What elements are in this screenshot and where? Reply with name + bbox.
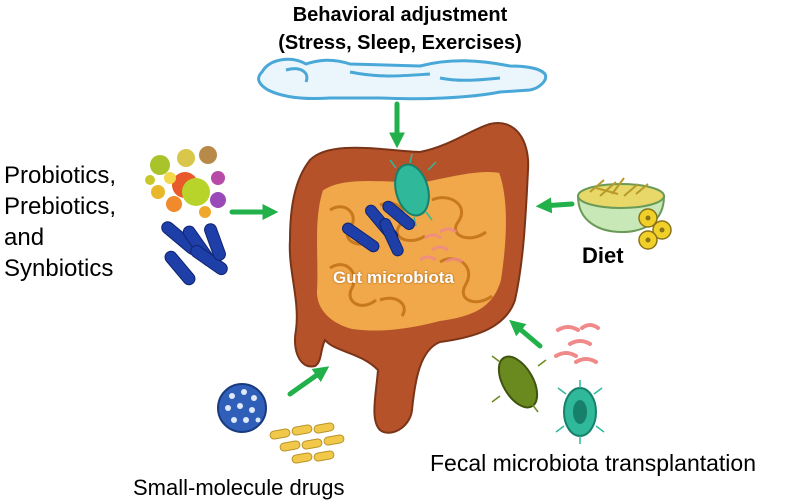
behavior-subtitle: (Stress, Sleep, Exercises) — [278, 32, 522, 54]
probiotics-label-line: Probiotics, — [4, 162, 117, 189]
behavior-title: Behavioral adjustment — [292, 4, 508, 26]
arrow-diet — [535, 197, 575, 214]
fecal-bacteria-icon — [491, 323, 605, 444]
prebiotic-dots-icon — [145, 146, 226, 218]
probiotics-label: Probiotics, Prebiotics, and Synbiotics — [4, 160, 116, 284]
small-molecule-drugs-label: Small-molecule drugs — [133, 475, 345, 500]
gut-microbiota-label: Gut microbiota — [333, 268, 454, 287]
sleeping-person-icon — [257, 57, 548, 101]
drug-pills-icon — [269, 422, 345, 464]
nanoparticle-icon — [217, 383, 267, 433]
arrow-fecal — [509, 319, 543, 349]
diet-bowl-icon — [576, 177, 672, 250]
probiotics-label-line: Prebiotics, — [4, 193, 117, 220]
probiotics-label-line: Synbiotics — [4, 255, 114, 282]
probiotics-label-line: and — [4, 224, 45, 251]
gut-bacteria-icon — [342, 153, 463, 264]
fecal-transplant-label: Fecal microbiota transplantation — [430, 450, 756, 476]
arrow-drugs — [287, 366, 330, 397]
diet-label: Diet — [582, 243, 624, 268]
probiotic-bacteria-icon — [161, 221, 228, 286]
